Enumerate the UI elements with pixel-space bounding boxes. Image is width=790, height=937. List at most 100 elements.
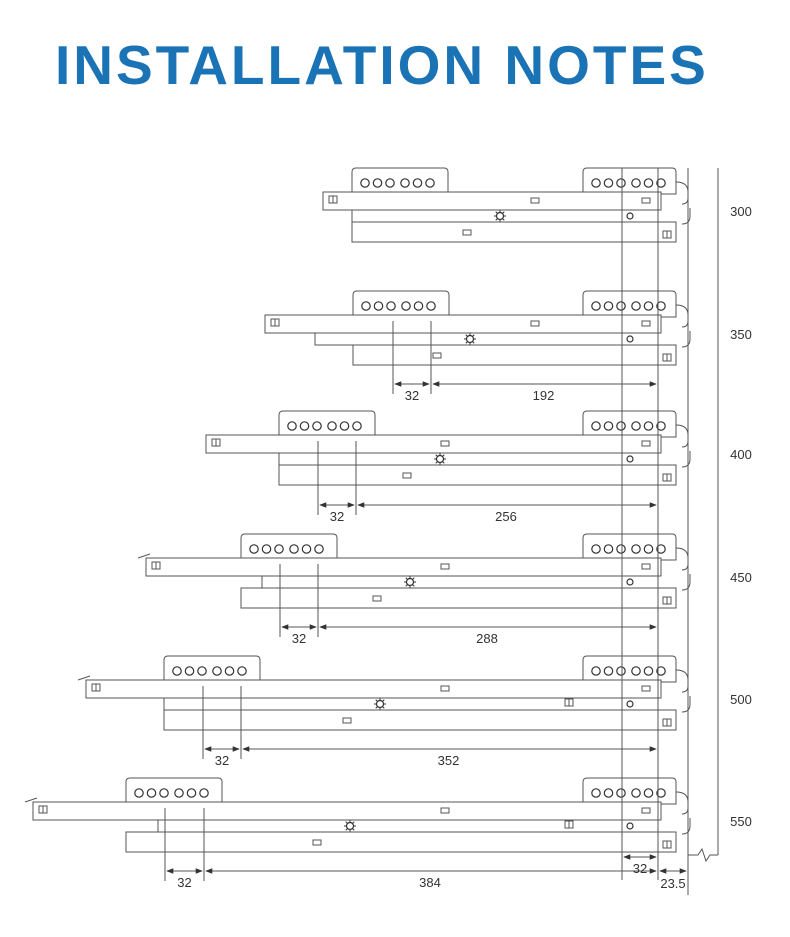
- front-bracket: [352, 290, 450, 318]
- span-label: 256: [495, 509, 517, 524]
- mount-hole: [616, 666, 626, 676]
- gear-tooth: [435, 461, 438, 464]
- mount-hole: [643, 666, 654, 676]
- mount-hole: [631, 544, 641, 554]
- mount-hole: [643, 544, 654, 554]
- mount-hole: [400, 178, 410, 188]
- rear-pin: [626, 455, 634, 463]
- mount-hole: [591, 301, 601, 311]
- break-mark: [688, 847, 718, 863]
- outer-rail: [32, 801, 662, 821]
- mount-hole: [301, 544, 312, 554]
- square-mark: [38, 805, 48, 814]
- rear-pin: [626, 822, 634, 830]
- length-label-500: 500: [730, 692, 752, 707]
- outer-rail: [264, 314, 662, 334]
- mount-hole: [643, 301, 654, 311]
- slot-mark: [440, 807, 450, 814]
- length-label-450: 450: [730, 570, 752, 585]
- length-label-550: 550: [730, 814, 752, 829]
- gear-hub: [465, 334, 475, 344]
- spacing-label: 32: [405, 388, 419, 403]
- mount-hole: [186, 788, 197, 798]
- spacing-label: 32: [330, 509, 344, 524]
- mount-hole: [385, 178, 395, 188]
- gear-hub: [495, 211, 505, 221]
- gear-tooth: [435, 454, 438, 457]
- gear-tooth: [502, 211, 505, 214]
- rear-bracket-outline: [582, 167, 677, 195]
- slot-mark: [432, 352, 442, 359]
- gear-icon: [434, 453, 446, 465]
- mount-hole: [603, 544, 614, 554]
- inner-rail: [351, 221, 677, 243]
- inner-rail: [278, 464, 677, 486]
- rear-bracket: [582, 410, 677, 438]
- rear-slot: [641, 685, 651, 692]
- mount-hole: [287, 421, 297, 431]
- mount-hole: [212, 666, 222, 676]
- rear-bracket: [582, 655, 677, 683]
- front-bracket: [351, 167, 449, 195]
- mount-hole: [631, 301, 641, 311]
- rear-bracket: [582, 290, 677, 318]
- mount-hole: [224, 666, 235, 676]
- rear-bracket-outline: [582, 777, 677, 805]
- mount-hole: [426, 301, 436, 311]
- square-mark: [662, 473, 672, 482]
- slot-mark: [440, 685, 450, 692]
- outer-rail: [85, 679, 662, 699]
- rail-tip: [137, 553, 151, 559]
- gear-hub: [375, 699, 385, 709]
- mount-hole: [631, 421, 641, 431]
- rear-pin: [626, 335, 634, 343]
- gear-tooth: [375, 699, 378, 702]
- mount-hole: [299, 421, 310, 431]
- square-mark: [564, 820, 574, 829]
- square-mark: [91, 683, 101, 692]
- mount-hole: [159, 788, 169, 798]
- mount-hole: [616, 178, 626, 188]
- span-label: 288: [476, 631, 498, 646]
- rear-slot: [641, 807, 651, 814]
- rail-tip: [77, 675, 91, 681]
- rear-depth-label: 23.5: [660, 876, 685, 891]
- gear-tooth: [375, 706, 378, 709]
- slot-mark: [402, 472, 412, 479]
- mount-hole: [603, 421, 614, 431]
- gear-hub: [405, 577, 415, 587]
- mount-hole: [386, 301, 396, 311]
- inner-rail: [352, 344, 677, 366]
- mount-hole: [603, 301, 614, 311]
- square-mark: [662, 596, 672, 605]
- mount-hole: [312, 421, 322, 431]
- gear-icon: [344, 820, 356, 832]
- mount-hole: [274, 544, 284, 554]
- rear-slot: [641, 440, 651, 447]
- mount-hole: [146, 788, 157, 798]
- mount-hole: [184, 666, 195, 676]
- square-mark: [328, 195, 338, 204]
- spacing-label: 32: [215, 753, 229, 768]
- rear-slot: [641, 320, 651, 327]
- gear-tooth: [472, 334, 475, 337]
- gear-hub: [435, 454, 445, 464]
- square-mark: [151, 561, 161, 570]
- slot-mark: [462, 229, 472, 236]
- gear-tooth: [495, 218, 498, 221]
- mount-hole: [631, 788, 641, 798]
- rear-bracket: [582, 533, 677, 561]
- mount-hole: [373, 301, 384, 311]
- gear-tooth: [345, 821, 348, 824]
- gear-tooth: [352, 821, 355, 824]
- rear-slot: [641, 197, 651, 204]
- mount-hole: [401, 301, 411, 311]
- mount-hole: [656, 301, 666, 311]
- mount-hole: [412, 178, 423, 188]
- mount-hole: [656, 421, 666, 431]
- rear-offset-label: 32: [633, 861, 647, 876]
- square-mark: [564, 698, 574, 707]
- drawer-slide-400: 400: [205, 410, 752, 486]
- inner-rail: [240, 587, 677, 609]
- rear-pin: [626, 578, 634, 586]
